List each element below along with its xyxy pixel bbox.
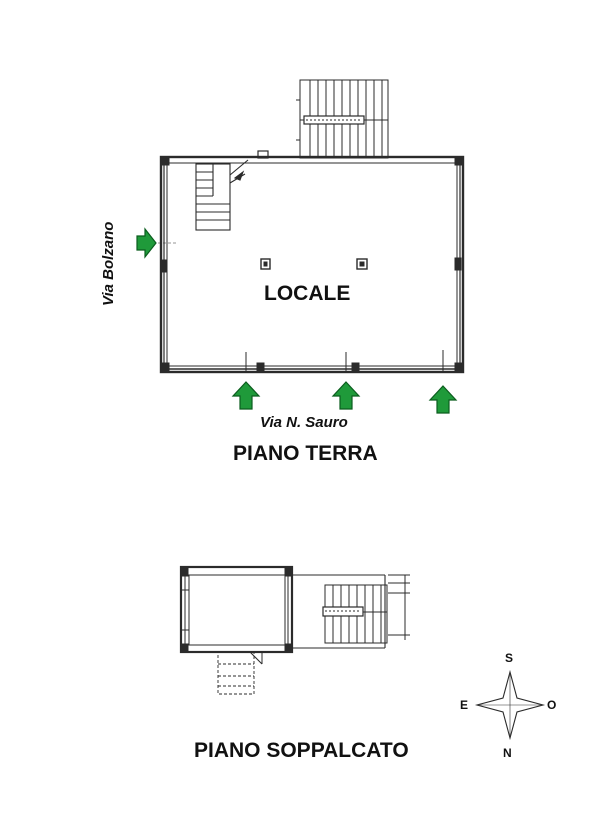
column-2 [356, 258, 368, 270]
mezzanine-outer-wall [179, 565, 294, 654]
room-label: LOCALE [264, 282, 351, 305]
ground-floor-external-stair [296, 79, 389, 159]
ground-floor-internal-stair [195, 159, 249, 231]
entrance-arrow-south-3 [428, 385, 458, 414]
mezzanine-plan [179, 565, 410, 695]
mezzanine-lower-stair [217, 651, 255, 695]
compass-label-bottom: N [503, 746, 512, 760]
entrance-arrow-south-2 [331, 381, 361, 410]
street-label-south: Via N. Sauro [260, 414, 348, 431]
mezzanine-title: PIANO SOPPALCATO [194, 739, 409, 762]
entrance-arrows [136, 227, 458, 414]
compass-rose [474, 669, 546, 741]
street-label-west: Via Bolzano [100, 221, 117, 306]
compass-label-left: E [460, 698, 469, 712]
ground-floor-inner-wall [166, 162, 458, 367]
entrance-arrow-west [136, 227, 157, 259]
mezzanine-stair [322, 574, 410, 644]
compass-label-right: O [547, 698, 557, 712]
ground-floor-title: PIANO TERRA [233, 442, 378, 465]
compass-label-top: S [505, 651, 514, 665]
entrance-arrow-south-1 [231, 381, 261, 410]
ground-floor-outer-wall [159, 155, 465, 374]
column-1 [260, 258, 271, 270]
ground-floor-plan [138, 79, 465, 374]
